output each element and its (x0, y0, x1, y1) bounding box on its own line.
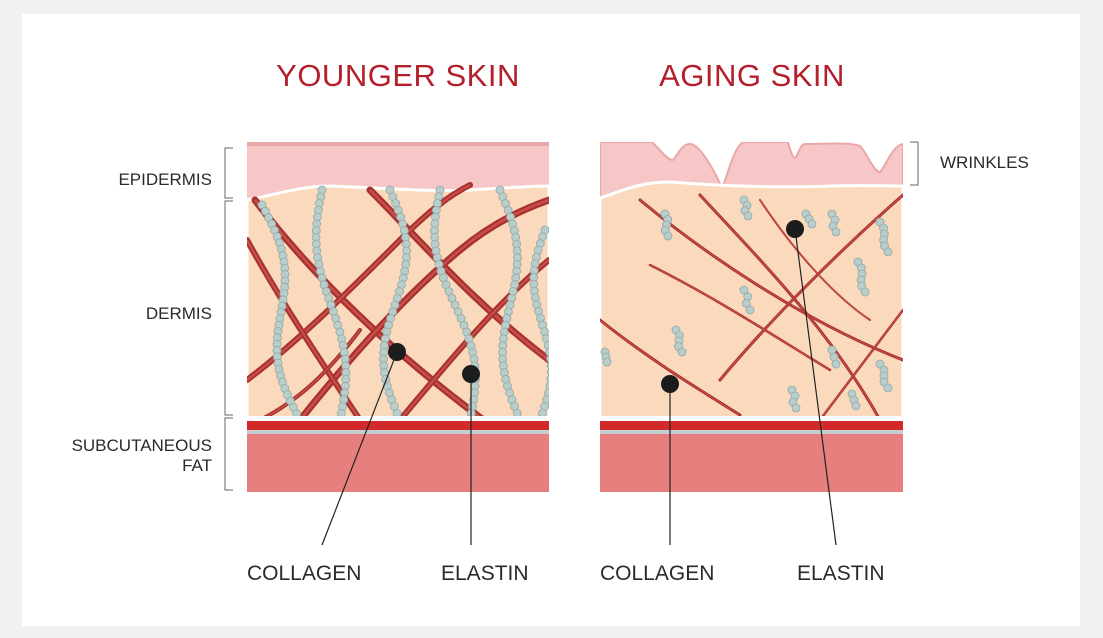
elastin-bead (547, 375, 555, 383)
title-aging-skin: AGING SKIN (582, 58, 922, 94)
label-elastin-right: ELASTIN (797, 562, 885, 586)
elastin-marker (786, 220, 804, 238)
wrinkles-bracket (910, 142, 918, 185)
elastin-bead (678, 348, 686, 356)
elastin-bead (808, 220, 816, 228)
elastin-bead (546, 348, 554, 356)
elastin-bead (832, 228, 840, 236)
blood-vessel (600, 421, 903, 430)
label-wrinkles: WRINKLES (940, 153, 1029, 173)
label-subcutaneous: SUBCUTANEOUS (30, 436, 212, 456)
elastin-bead (832, 360, 840, 368)
subcutaneous-fat-layer (600, 434, 903, 492)
elastin-bead (861, 288, 869, 296)
elastin-bead (746, 306, 754, 314)
label-dermis: DERMIS (60, 304, 212, 324)
subcutaneous-fat-layer (247, 434, 549, 492)
elastin-bead (852, 402, 860, 410)
label-subcutaneous-fat: SUBCUTANEOUS FAT (30, 436, 212, 476)
aging-skin-panel (600, 142, 903, 492)
elastin-bead (664, 232, 672, 240)
elastin-bead (603, 358, 611, 366)
elastin-marker (462, 365, 480, 383)
elastin-bead (884, 248, 892, 256)
elastin-bead (792, 404, 800, 412)
label-elastin-left: ELASTIN (441, 562, 529, 586)
elastin-bead (547, 369, 555, 377)
title-younger-skin: YOUNGER SKIN (228, 58, 568, 94)
elastin-bead (884, 384, 892, 392)
elastin-bead (547, 355, 555, 363)
younger-skin-panel (247, 142, 555, 492)
collagen-marker (388, 343, 406, 361)
label-fat: FAT (30, 456, 212, 476)
label-collagen-left: COLLAGEN (247, 562, 361, 586)
blood-vessel (247, 421, 549, 430)
label-epidermis: EPIDERMIS (60, 170, 212, 190)
elastin-bead (744, 212, 752, 220)
elastin-bead (547, 362, 555, 370)
collagen-marker (661, 375, 679, 393)
label-collagen-right: COLLAGEN (600, 562, 714, 586)
